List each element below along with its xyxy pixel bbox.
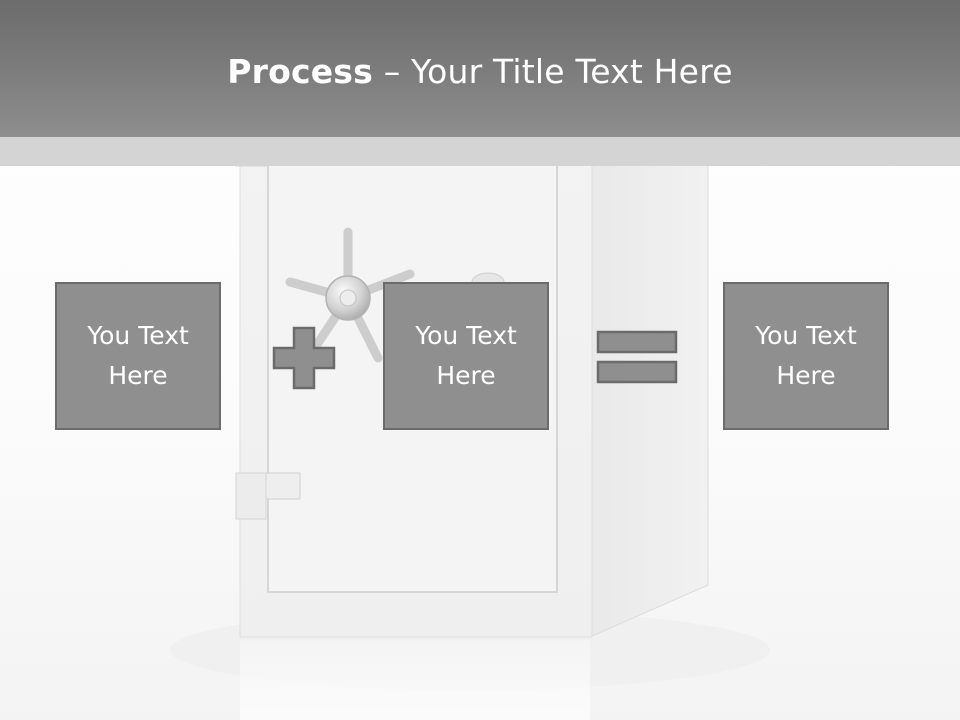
text-box-right[interactable]: You Text Here	[723, 282, 889, 430]
slide-title: Process – Your Title Text Here	[0, 52, 960, 91]
text-box-center-line1: You Text	[415, 321, 517, 350]
text-box-left-line1: You Text	[87, 321, 189, 350]
title-bar	[0, 0, 960, 137]
plus-icon	[272, 326, 336, 390]
text-box-center[interactable]: You Text Here	[383, 282, 549, 430]
title-rest: Your Title Text Here	[411, 52, 733, 91]
equals-icon	[596, 330, 678, 384]
title-accent-strip	[0, 137, 960, 166]
text-box-left-line2: Here	[108, 361, 168, 390]
text-box-right-line2: Here	[776, 361, 836, 390]
text-box-left[interactable]: You Text Here	[55, 282, 221, 430]
text-box-center-line2: Here	[436, 361, 496, 390]
text-box-right-line1: You Text	[755, 321, 857, 350]
title-bold: Process	[227, 52, 373, 91]
title-dash: –	[373, 52, 412, 91]
